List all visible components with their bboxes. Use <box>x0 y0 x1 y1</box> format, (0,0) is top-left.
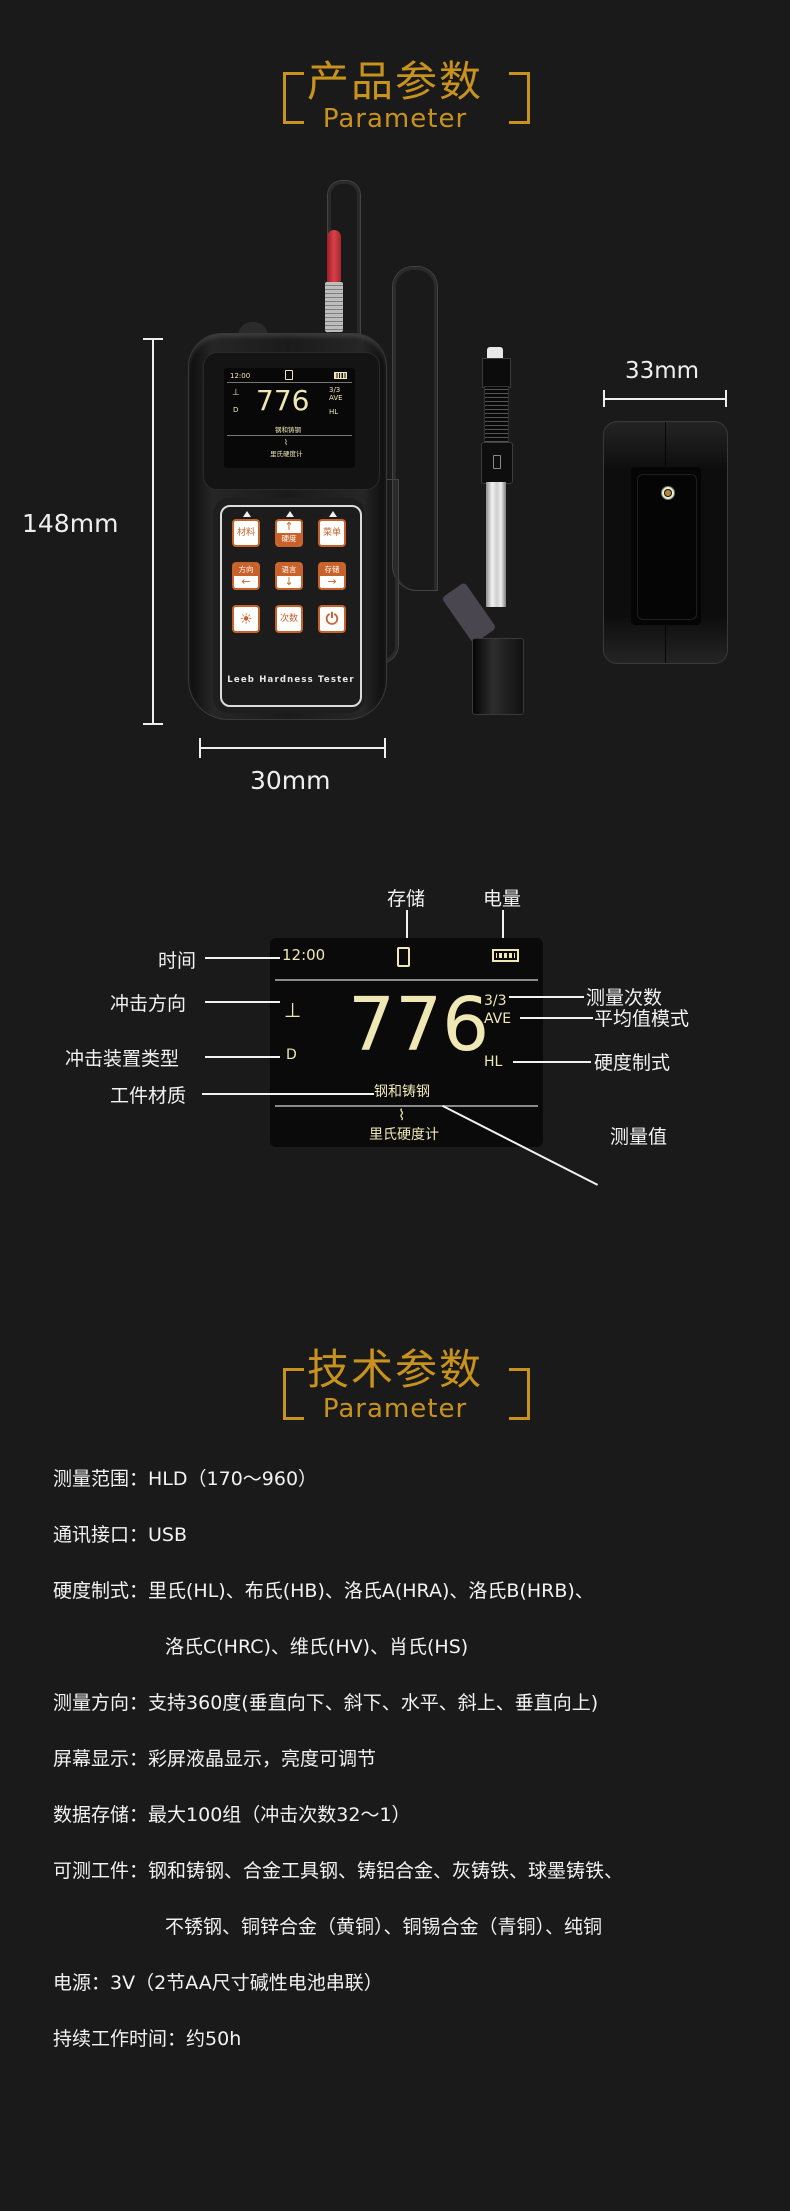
key-language-down[interactable]: 语言 ↓ <box>275 562 303 590</box>
diagram-mode: AVE <box>484 1011 512 1027</box>
brand-text: Leeb Hardness Tester <box>227 675 355 685</box>
annotation-hardness-scale: 硬度制式 <box>594 1052 671 1074</box>
battery-icon <box>492 949 519 962</box>
brightness-icon: ☀ <box>239 610 253 628</box>
key-save-right[interactable]: 存储 → <box>318 562 346 590</box>
arrow-right-icon: → <box>327 575 337 588</box>
probe-base <box>472 638 524 715</box>
triangle-indicator-icon <box>329 511 337 517</box>
cable-loop-2 <box>393 267 437 590</box>
probe-down-icon: ⊥ <box>284 998 302 1022</box>
screen-mode: AVE <box>329 394 343 402</box>
probe-spring <box>484 386 509 444</box>
screen-diagram-display: 12:00 ⊥ 776 3/3 AVE D HL 钢和铸钢 ⌇ 里氏硬度计 <box>270 938 543 1147</box>
screen-device-type: D <box>233 406 239 414</box>
key-hardness-up[interactable]: ↑ 硬度 <box>275 519 303 547</box>
diagram-time: 12:00 <box>282 946 326 964</box>
diagram-material: 钢和铸钢 <box>374 1084 430 1100</box>
diagram-value: 776 <box>348 982 490 1068</box>
annotation-time: 时间 <box>158 950 197 972</box>
connector-jack-icon <box>661 486 675 500</box>
spec-row: 可测工件：钢和铸钢、合金工具钢、铸铝合金、灰铸铁、球墨铸铁、 <box>53 1860 624 1882</box>
annotation-material: 工件材质 <box>110 1085 187 1107</box>
section-subtitle: Parameter <box>322 104 468 134</box>
connector-metal-icon <box>325 282 343 332</box>
probe-head <box>482 358 511 388</box>
pulse-icon: ⌇ <box>398 1106 406 1124</box>
probe-tip <box>487 347 503 361</box>
dimension-line-horizontal <box>200 747 385 749</box>
annotation-impact-device-type: 冲击装置类型 <box>65 1048 180 1070</box>
arrow-left-icon: ← <box>241 575 251 588</box>
spec-row: 硬度制式：里氏(HL)、布氏(HB)、洛氏A(HRA)、洛氏B(HRB)、 <box>53 1580 594 1602</box>
key-count[interactable]: 次数 <box>275 605 303 633</box>
device-top-bump <box>238 322 268 336</box>
spec-row: 屏幕显示：彩屏液晶显示，亮度可调节 <box>53 1748 377 1770</box>
annotation-battery: 电量 <box>483 888 522 910</box>
screen-time: 12:00 <box>230 372 251 380</box>
diagram-scale: HL <box>484 1054 503 1070</box>
spec-row: 通讯接口：USB <box>53 1524 188 1546</box>
bracket-right-icon <box>509 1368 530 1420</box>
screen-footer: 里氏硬度计 <box>270 450 303 458</box>
key-power[interactable]: ⏻ <box>318 605 346 633</box>
section-title: 产品参数 <box>306 57 483 106</box>
section-title: 技术参数 <box>306 1345 483 1394</box>
probe-rod <box>486 482 506 607</box>
pulse-icon: ⌇ <box>284 438 288 447</box>
spec-row: 测量范围：HLD（170～960） <box>53 1468 318 1490</box>
spec-row-continued: 洛氏C(HRC)、维氏(HV)、肖氏(HS) <box>165 1636 469 1658</box>
spec-row-continued: 不锈钢、铜锌合金（黄铜）、铜锡合金（青铜）、纯铜 <box>165 1916 603 1938</box>
annotation-measured-value: 测量值 <box>610 1126 668 1148</box>
key-material[interactable]: 材料 <box>232 519 260 547</box>
battery-icon <box>334 372 347 379</box>
probe-collar <box>481 442 513 484</box>
screen-scale: HL <box>329 408 339 416</box>
arrow-up-icon: ↑ <box>284 520 294 533</box>
annotation-impact-direction: 冲击方向 <box>110 993 187 1015</box>
bracket-left-icon <box>283 1368 304 1420</box>
spec-row: 数据存储：最大100组（冲击次数32～1） <box>53 1804 411 1826</box>
triangle-indicator-icon <box>243 511 251 517</box>
section-subtitle: Parameter <box>322 1394 468 1424</box>
diagram-device-type: D <box>286 1047 297 1063</box>
bracket-right-icon <box>509 72 530 124</box>
diagram-count: 3/3 <box>484 993 507 1009</box>
sd-card-icon <box>285 370 293 380</box>
triangle-indicator-icon <box>286 511 294 517</box>
arrow-down-icon: ↓ <box>284 575 294 588</box>
spec-row: 电源：3V（2节AA尺寸碱性电池串联） <box>53 1972 383 1994</box>
connector-red-cap-icon <box>327 230 341 282</box>
dimension-height-label: 148mm <box>22 509 119 538</box>
section-heading-product-params: 产品参数 Parameter <box>0 40 790 140</box>
dimension-line-vertical <box>152 338 154 725</box>
screen-value: 776 <box>256 384 310 417</box>
spec-row: 持续工作时间：约50h <box>53 2028 242 2050</box>
diagram-footer: 里氏硬度计 <box>369 1127 439 1143</box>
key-direction-left[interactable]: 方向 ← <box>232 562 260 590</box>
sd-card-icon <box>397 947 410 967</box>
key-menu[interactable]: 菜单 <box>318 519 346 547</box>
bracket-left-icon <box>283 72 304 124</box>
device-side-view <box>603 421 728 664</box>
spec-row: 测量方向：支持360度(垂直向下、斜下、水平、斜上、垂直向上) <box>53 1692 599 1714</box>
annotation-storage: 存储 <box>387 888 426 910</box>
dimension-width-label: 30mm <box>250 766 331 795</box>
key-brightness[interactable]: ☀ <box>232 605 260 633</box>
probe-down-icon: ⊥ <box>232 388 240 398</box>
screen-material: 钢和铸钢 <box>275 426 301 434</box>
section-heading-tech-params: 技术参数 Parameter <box>0 1330 790 1430</box>
dimension-line-depth <box>603 398 726 400</box>
annotation-avg-mode: 平均值模式 <box>594 1008 690 1030</box>
device-screen: 12:00 ⊥ 776 3/3 AVE D HL 钢和铸钢 ⌇ 里氏硬度计 <box>224 368 355 468</box>
annotation-count: 测量次数 <box>586 987 663 1009</box>
screen-count: 3/3 <box>329 386 341 394</box>
dimension-depth-label: 33mm <box>625 358 700 384</box>
power-icon: ⏻ <box>325 609 339 628</box>
